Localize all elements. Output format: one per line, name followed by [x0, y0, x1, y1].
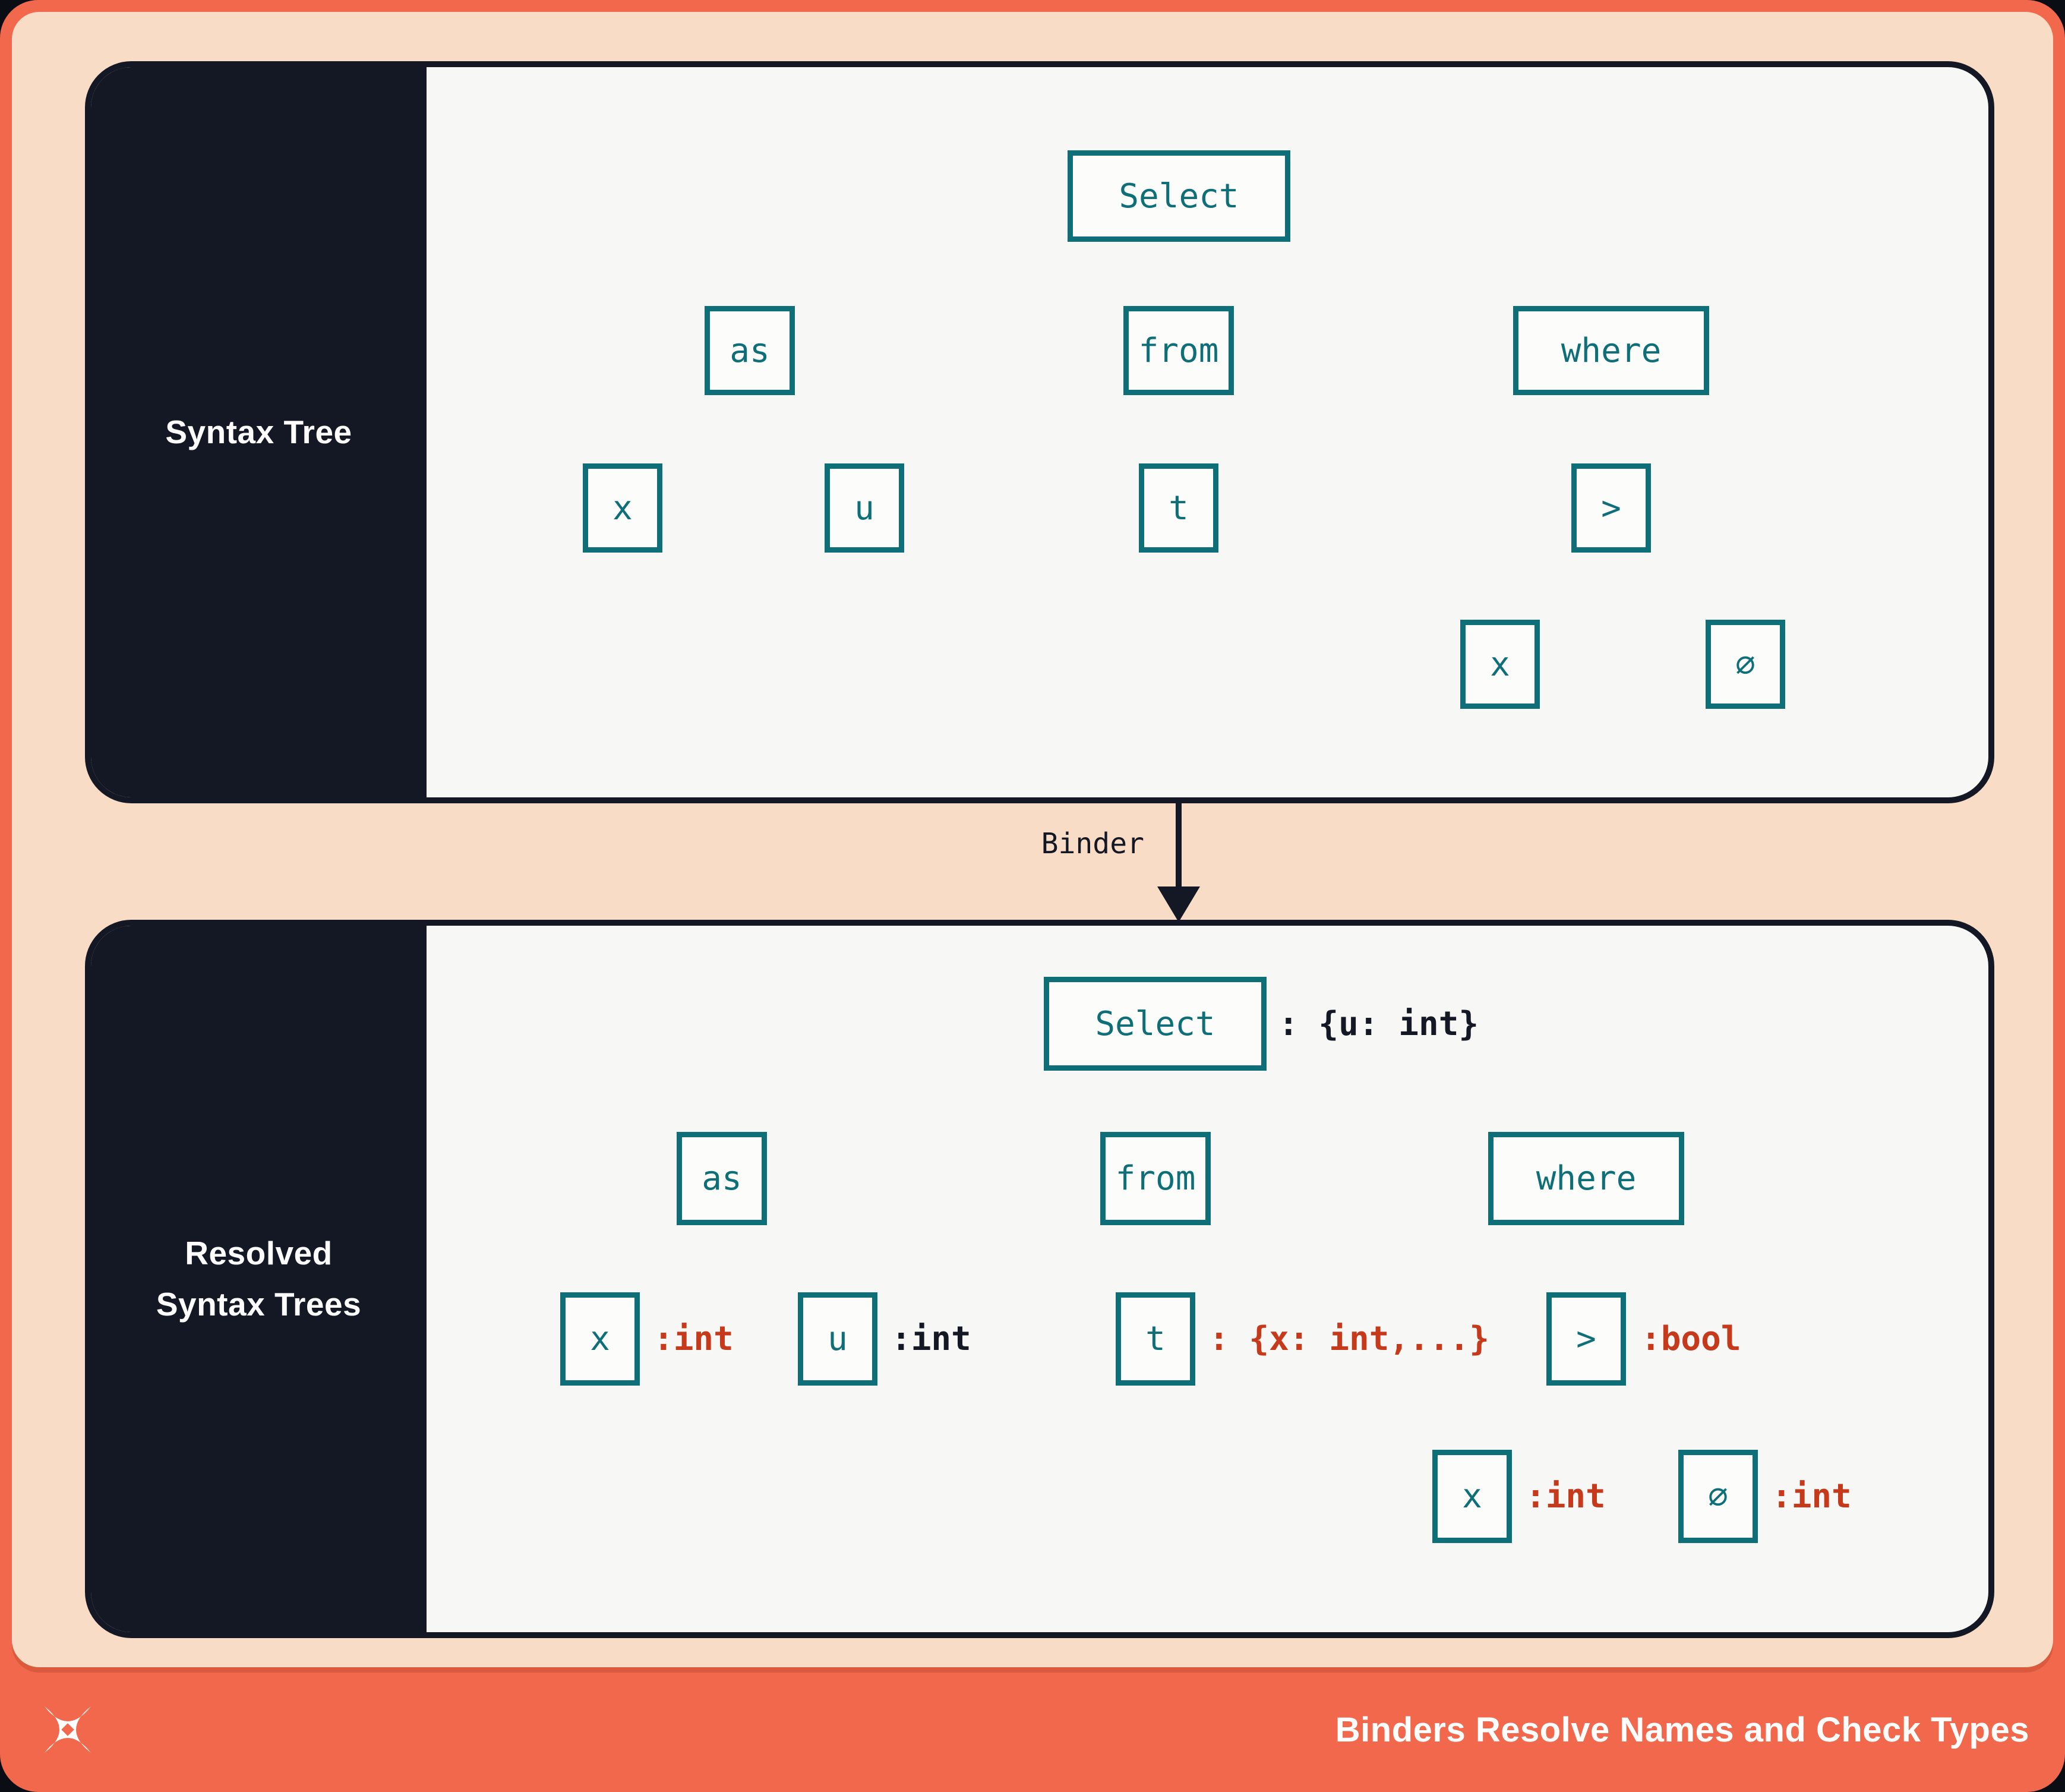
tree-node-x: x	[583, 463, 662, 553]
resolved-node-u: u	[798, 1292, 877, 1386]
footer-title: Binders Resolve Names and Check Types	[1335, 1710, 2029, 1749]
sidebar-syntax-tree: Syntax Tree	[91, 67, 427, 797]
tree-node-from: from	[1123, 306, 1234, 395]
type-annotation-gt: :bool	[1641, 1320, 1741, 1358]
type-annotation-u: :int	[891, 1320, 971, 1358]
panel-syntax-tree: Syntax Tree	[85, 61, 1994, 803]
sidebar-resolved-syntax-trees: Resolved Syntax Trees	[91, 926, 427, 1632]
type-annotation-zero: :int	[1772, 1477, 1852, 1516]
type-annotation-select: : {u: int}	[1278, 1004, 1479, 1043]
resolved-node-x-2: x	[1432, 1450, 1512, 1543]
resolved-node-where: where	[1488, 1132, 1684, 1225]
resolved-node-select: Select	[1044, 977, 1267, 1071]
resolved-node-as: as	[677, 1132, 767, 1225]
tree-node-where: where	[1513, 306, 1709, 395]
tree-node-x-2: x	[1460, 620, 1540, 709]
type-annotation-t: : {x: int,...}	[1209, 1320, 1490, 1358]
tree-node-gt: >	[1571, 463, 1651, 553]
resolved-node-zero: ∅	[1678, 1450, 1758, 1543]
tree-node-zero: ∅	[1706, 620, 1785, 709]
panel-title: Syntax Tree	[165, 413, 352, 450]
tree-node-u: u	[825, 463, 904, 553]
type-annotation-x: :int	[653, 1320, 734, 1358]
type-annotation-x-2: :int	[1526, 1477, 1606, 1516]
panel-resolved-syntax-trees: Resolved Syntax Trees	[85, 920, 1994, 1638]
resolved-node-x: x	[560, 1292, 640, 1386]
pinwheel-star-logo-icon	[45, 1706, 91, 1753]
binder-label: Binder	[1041, 827, 1144, 860]
resolved-node-t: t	[1116, 1292, 1195, 1386]
resolved-node-gt: >	[1546, 1292, 1626, 1386]
panel-title: Resolved Syntax Trees	[156, 1235, 362, 1323]
footer-bar: Binders Resolve Names and Check Types	[0, 1667, 2065, 1792]
resolved-node-from: from	[1100, 1132, 1211, 1225]
tree-node-t: t	[1139, 463, 1218, 553]
tree-node-select: Select	[1068, 150, 1290, 242]
tree-node-as: as	[705, 306, 795, 395]
